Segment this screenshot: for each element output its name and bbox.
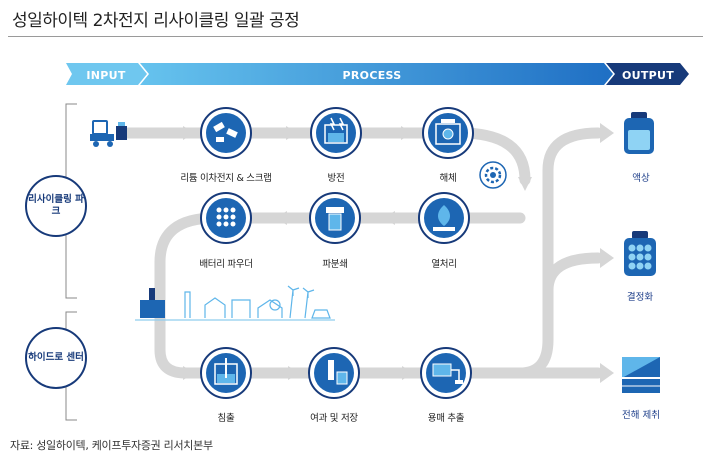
banner <box>66 63 689 85</box>
label-output-electrolytic: 전해 제취 <box>622 410 660 421</box>
source-note: 자료: 성일하이텍, 케이프투자증권 리서치본부 <box>10 439 213 452</box>
banner-input-label: INPUT <box>86 69 126 82</box>
factory-scene <box>135 285 335 321</box>
step-crush <box>309 192 361 244</box>
page-title: 성일하이텍 2차전지 리사이클링 일괄 공정 <box>12 11 300 31</box>
step-gear <box>479 161 507 189</box>
step-scrap <box>200 107 252 159</box>
label-leach: 침출 <box>217 413 235 424</box>
step-dismantle <box>422 107 474 159</box>
banner-input <box>66 63 147 85</box>
step-discharge <box>310 107 362 159</box>
label-discharge: 방전 <box>327 173 345 184</box>
label-heat: 열처리 <box>431 259 457 270</box>
output-electrolytic-icon <box>622 357 660 393</box>
label-scrap: 리튬 이차전지 & 스크랩 <box>180 173 272 184</box>
step-heat <box>418 192 470 244</box>
step-solvent <box>420 347 472 399</box>
banner-process <box>140 63 613 85</box>
step-powder <box>200 192 252 244</box>
label-solvent: 용매 추출 <box>427 413 465 424</box>
banner-process-label: PROCESS <box>342 69 402 82</box>
label-output-crystal: 결정화 <box>626 292 654 303</box>
step-filter <box>308 347 360 399</box>
label-crush: 파분쇄 <box>322 259 348 270</box>
flow-to-crystal <box>542 252 604 296</box>
label-dismantle: 해체 <box>439 173 457 184</box>
label-output-liquid: 액상 <box>632 173 650 184</box>
label-powder: 배터리 파우더 <box>199 259 253 270</box>
flow-row3 <box>154 127 604 379</box>
recycling-park-badge: 리사이클링 파크 <box>25 175 87 237</box>
label-filter: 여과 및 저장 <box>310 413 358 424</box>
banner-output <box>606 63 689 85</box>
output-crystal-icon <box>624 231 656 276</box>
title-divider <box>8 36 703 37</box>
flow-lines <box>122 127 604 379</box>
hydro-center-badge: 하이드로 센터 <box>25 327 87 389</box>
banner-output-label: OUTPUT <box>621 69 675 82</box>
step-leach <box>200 347 252 399</box>
flow-arrowheads <box>183 123 614 383</box>
output-liquid-icon <box>624 112 654 154</box>
forklift-icon <box>90 120 127 147</box>
